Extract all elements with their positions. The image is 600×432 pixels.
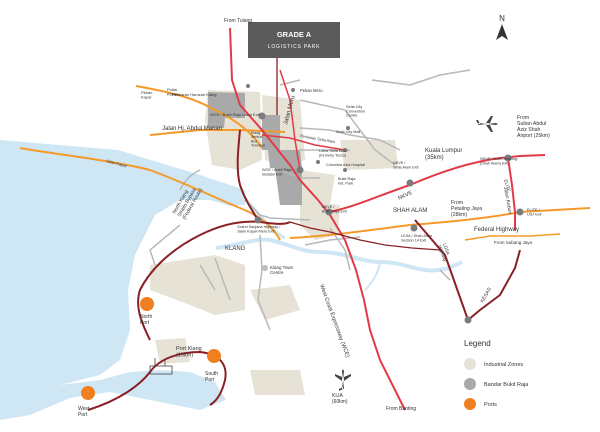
label-lotus-setia-alam: Lotus Setia Alam(formerly Tesco) <box>319 149 348 157</box>
interchange-marker <box>258 112 266 120</box>
title-line1: GRADE A <box>277 30 312 39</box>
compass-label: N <box>499 14 505 23</box>
interchange-marker <box>254 216 262 224</box>
label-setia-city-mall: Setia City Mall <box>336 130 360 134</box>
interchange-marker <box>464 316 472 324</box>
airplane-icon <box>335 369 351 391</box>
label-ldsa-highway: LDSAHighway <box>437 243 453 263</box>
label-shah-alam: SHAH ALAM <box>393 208 427 214</box>
label-persiaran-hamzah: Persiaran Hamzah Klang <box>172 92 216 97</box>
interchange-marker <box>343 168 347 172</box>
label-pekan-meru: Pekan Meru <box>300 88 323 93</box>
port-marker-north <box>140 297 154 311</box>
legend-swatch <box>464 358 476 370</box>
interchange-marker <box>410 224 418 232</box>
legend-label: Ports <box>484 402 497 408</box>
label-klia: KLIA(60km) <box>332 393 348 405</box>
interchange-marker <box>516 208 524 216</box>
label-port-klang: Port Klang(15km) <box>176 346 202 358</box>
label-elite-usj: ELITE /USJ Exit <box>527 208 543 216</box>
bandar-bukit-raja-zones <box>208 92 302 205</box>
label-from-tulang: From Tulang <box>224 18 252 24</box>
interchange-marker <box>262 265 268 271</box>
label-jalan-kapar: Jalan Kapar <box>106 158 129 169</box>
interchange-marker <box>316 160 320 164</box>
label-wce: West Coast Expressway (WCE) <box>318 284 350 359</box>
port-marker-south <box>207 349 221 363</box>
interchange-marker <box>406 179 414 187</box>
label-federal-highway: Federal Highway <box>474 227 519 233</box>
label-from-banting: From Banting <box>386 406 416 412</box>
port-marker-west <box>81 386 95 400</box>
label-nkve-setia-alam-exit: NKVE /Setia Alam Exit <box>393 161 419 169</box>
legend-swatch <box>464 398 476 410</box>
label-nkve: NKVE <box>397 190 413 202</box>
interchange-marker <box>291 88 295 92</box>
north-arrow-icon <box>496 24 508 40</box>
ports <box>81 297 221 400</box>
label-persiaran-setia-alam: Persiaran Setia Alam <box>300 134 336 144</box>
label-jalan-hj-abdul-manan: Jalan Hj. Abdul Manan <box>162 126 222 132</box>
label-klang: KLANG <box>225 246 246 252</box>
label-kuala-lumpur: Kuala Lumpur(35km) <box>425 148 462 161</box>
interchange-markers <box>246 84 524 324</box>
legend-label: Industrial Zones <box>484 362 523 368</box>
compass: N <box>496 14 508 40</box>
label-grand-saujana: Grand Saujana Highway /Jalan Kapar-Meru … <box>237 225 281 233</box>
label-jalan-kebun: Jalan Kebun <box>502 186 513 215</box>
interchange-marker <box>296 166 304 174</box>
label-nkve-bukit-raja-exit: NKVE /Bukit Raja Exit <box>322 205 348 213</box>
interchange-marker <box>246 84 250 88</box>
label-elite: ELITE <box>503 179 512 192</box>
interchange-marker <box>346 126 350 130</box>
legend-label: Bandar Bukit Raja <box>484 382 529 388</box>
title-line2: LOGISTICS PARK <box>268 44 321 50</box>
legend-swatch <box>464 378 476 390</box>
label-from-subang-jaya: From Subang Jaya <box>494 240 533 245</box>
legend-title: Legend <box>464 339 491 348</box>
interchange-marker <box>504 154 512 162</box>
label-nkve-bukit-jelutong: NKVE / Bukit Jelutong(Shah Alam) Exit <box>480 157 517 165</box>
label-wce-bukit-raja-utara: WCE / Bukit Raja Utara Exit <box>210 112 260 117</box>
interchange-marker <box>325 208 333 216</box>
airplane-icon <box>476 116 498 132</box>
label-columbia-asia: Columbia Asia Hospital <box>326 163 365 167</box>
ship-icon <box>149 358 173 375</box>
title-box: GRADE A LOGISTICS PARK <box>248 22 340 115</box>
interchange-marker <box>343 148 347 152</box>
